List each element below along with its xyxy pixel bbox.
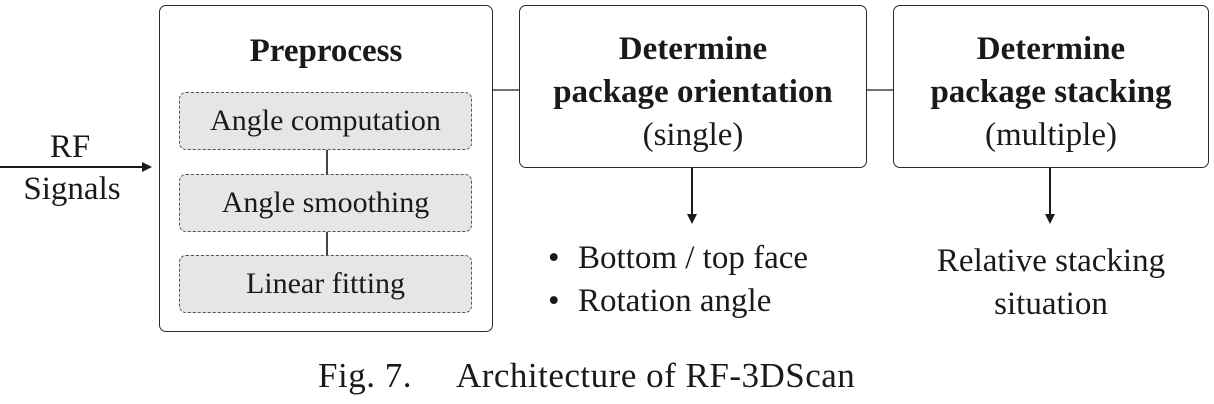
stacking-title-line1: Determine (976, 31, 1126, 67)
bullet-icon: • (548, 283, 560, 319)
stacking-subtitle: (multiple) (985, 117, 1117, 153)
stacking-output-line2: situation (994, 286, 1108, 322)
stacking-output-line1: Relative stacking (936, 243, 1166, 279)
orientation-subtitle: (single) (642, 117, 744, 153)
orientation-output-label: Rotation angle (578, 283, 772, 319)
figure-caption-text: Architecture of RF-3DScan (455, 356, 856, 395)
orientation-output-label: Bottom / top face (578, 240, 809, 276)
orientation-output-item: • Rotation angle (548, 283, 771, 320)
orientation-title-line1: Determine (618, 31, 768, 67)
preprocess-title: Preprocess (249, 33, 403, 69)
step-linear-fitting: Linear fitting (179, 255, 472, 313)
input-label-signals: Signals (23, 171, 121, 207)
input-label-rf: RF (49, 129, 91, 165)
orientation-title-line2: package orientation (553, 74, 833, 110)
stacking-box: Determine package stacking (multiple) (893, 5, 1209, 168)
orientation-output-item: • Bottom / top face (548, 240, 808, 277)
figure-number: Fig. 7. (318, 356, 412, 395)
bullet-icon: • (548, 240, 560, 276)
step-angle-computation: Angle computation (179, 92, 472, 150)
preprocess-box: Preprocess Angle computation Angle smoot… (159, 5, 493, 332)
figure-caption: Fig. 7. Architecture of RF-3DScan (318, 356, 855, 396)
stacking-title-line2: package stacking (930, 74, 1172, 110)
step-connector (326, 150, 328, 175)
step-connector (326, 232, 328, 256)
step-angle-smoothing: Angle smoothing (179, 174, 472, 232)
orientation-box: Determine package orientation (single) (519, 5, 867, 168)
